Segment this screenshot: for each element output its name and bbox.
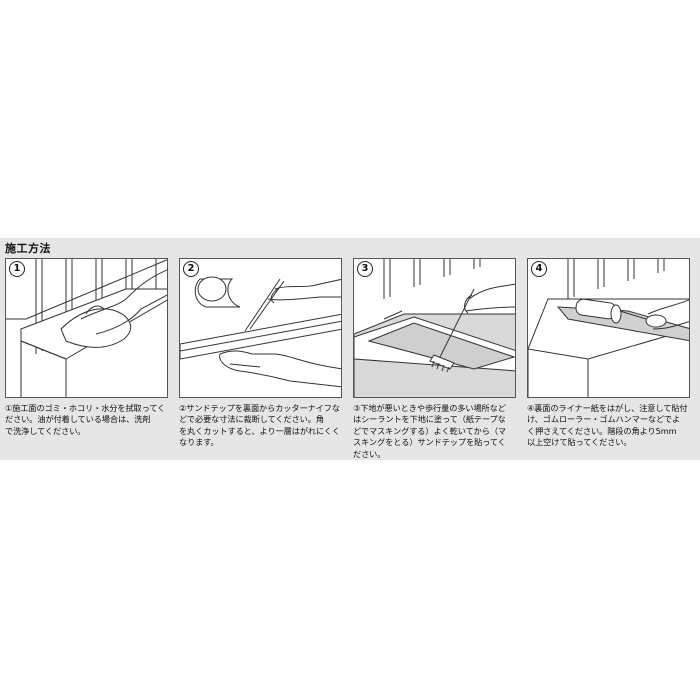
step-1-caption: ①施工面のゴミ・ホコリ・水分を拭取ってく ださい。油が付着している場合は、洗剤 …	[5, 403, 166, 436]
step-2-panel: 2	[179, 258, 342, 398]
brush-sealant-illustration	[354, 259, 515, 397]
step-4-caption: ④裏面のライナー紙をはがし、注意して貼付 け、ゴムローラー・ゴムハンマーなどでよ…	[527, 403, 688, 448]
step-3-panel: 3	[353, 258, 516, 398]
hand-wiping-illustration	[6, 259, 167, 397]
cutting-tape-illustration	[180, 276, 341, 388]
step-4-panel: 4	[527, 258, 690, 398]
step-4-number: 4	[531, 261, 547, 277]
step-1-panel: 1	[5, 258, 168, 398]
step-2-number: 2	[183, 261, 199, 277]
roller-pressing-illustration	[528, 259, 689, 397]
step-1-number: 1	[9, 261, 25, 277]
section-title: 施工方法	[5, 242, 51, 255]
step-3-caption: ③下地が悪いときや歩行量の多い場所など はシーラントを下地に塗って（紙テープな …	[353, 403, 507, 459]
step-2-caption: ②サンドテップを裏面からカッターナイフな どで必要な寸法に裁断してください。角 …	[179, 403, 341, 448]
step-3-number: 3	[357, 261, 373, 277]
